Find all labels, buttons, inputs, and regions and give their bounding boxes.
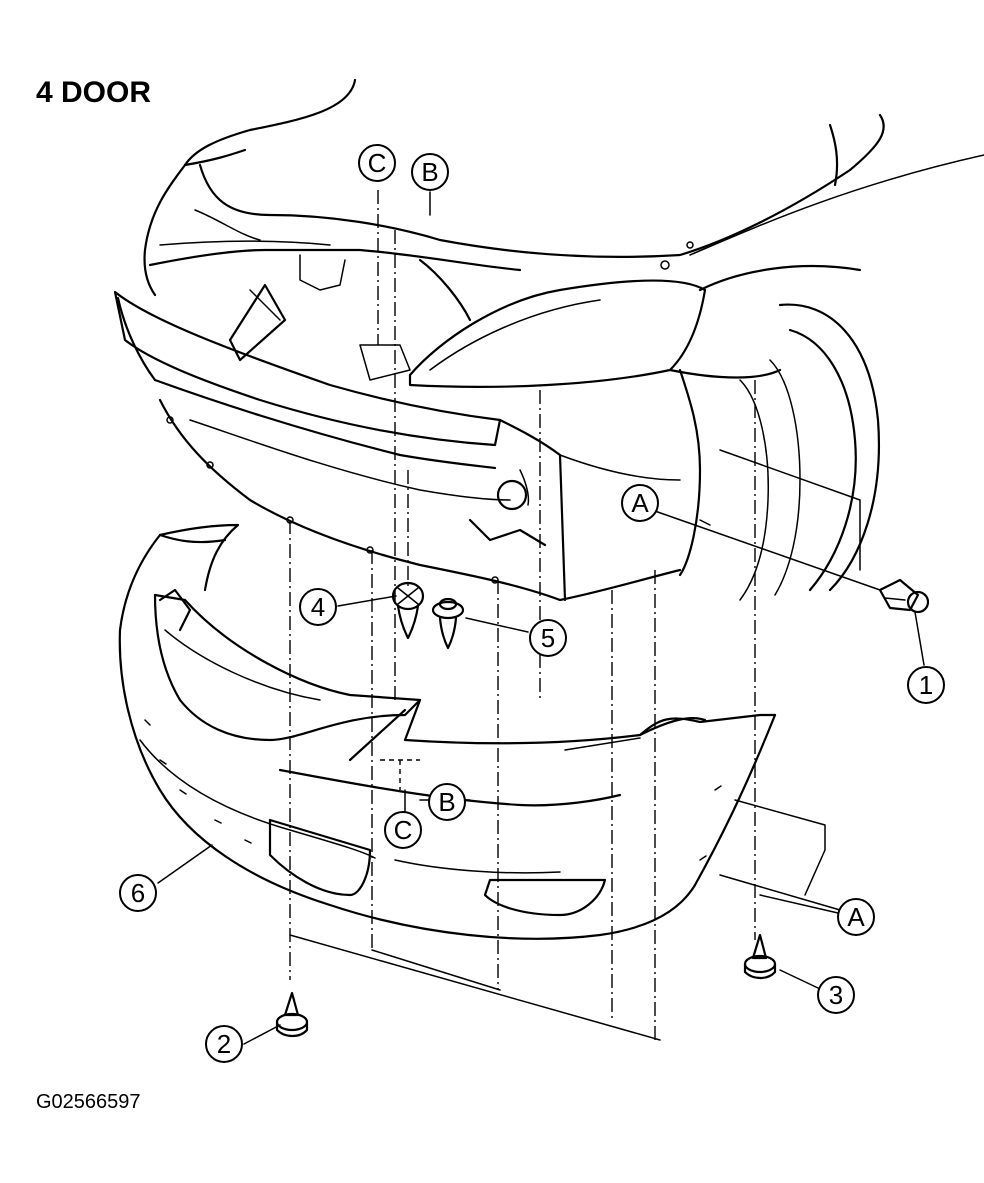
callout-2: 2: [205, 1025, 243, 1063]
pin-part-3: [743, 933, 777, 980]
clip-part-4: [391, 581, 425, 640]
svg-text:C: C: [394, 815, 413, 845]
callout-ref-b-top: B: [411, 153, 449, 191]
svg-text:C: C: [368, 148, 387, 178]
svg-text:6: 6: [131, 878, 145, 908]
svg-text:A: A: [847, 902, 865, 932]
figure-id: G02566597: [36, 1091, 141, 1113]
callout-ref-b-bottom: B: [428, 783, 466, 821]
callout-1: 1: [907, 666, 945, 704]
clip-part-5: [431, 597, 465, 650]
callout-6: 6: [119, 874, 157, 912]
svg-text:2: 2: [217, 1029, 231, 1059]
svg-text:4: 4: [311, 592, 325, 622]
callout-ref-c-top: C: [358, 144, 396, 182]
svg-text:B: B: [421, 157, 438, 187]
leader-lines: [157, 191, 925, 1045]
svg-text:3: 3: [829, 980, 843, 1010]
callout-ref-a-top: A: [621, 484, 659, 522]
front-bumper-cover: [118, 523, 777, 940]
alignment-lines: [289, 190, 861, 1041]
svg-text:A: A: [631, 488, 649, 518]
svg-text:B: B: [438, 787, 455, 817]
svg-text:1: 1: [919, 670, 933, 700]
callout-ref-c-bottom: C: [384, 811, 422, 849]
callout-3: 3: [817, 976, 855, 1014]
svg-text:5: 5: [541, 623, 555, 653]
diagram-title: 4 DOOR: [36, 76, 151, 109]
callout-ref-a-bottom: A: [837, 898, 875, 936]
clip-part-1: [878, 578, 930, 614]
callout-4: 4: [299, 588, 337, 626]
vehicle-front-body: [113, 78, 984, 602]
pin-part-2: [275, 991, 309, 1038]
callout-5: 5: [529, 619, 567, 657]
